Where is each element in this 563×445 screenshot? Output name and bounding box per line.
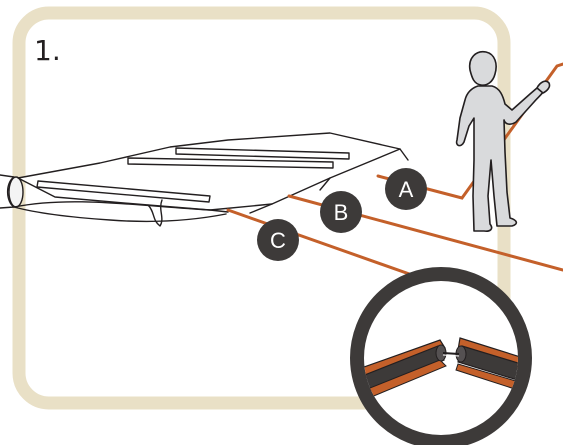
- cover-fold: [147, 199, 163, 227]
- rope-c: [226, 208, 434, 284]
- marker-a-label: A: [399, 177, 414, 202]
- step-number: 1.: [34, 34, 61, 67]
- marker-c: C: [257, 219, 299, 261]
- person-figure: [455, 50, 551, 232]
- marker-b-label: B: [334, 200, 349, 225]
- cover-roll-end: [8, 176, 24, 208]
- marker-b: B: [320, 191, 362, 233]
- pool-cover: [0, 132, 409, 227]
- marker-c-label: C: [270, 228, 286, 253]
- cover-skirt: [13, 201, 229, 213]
- cover-slats: [36, 147, 350, 203]
- marker-a: A: [385, 168, 427, 210]
- magnifier-inset: [350, 267, 532, 445]
- rope-splice-detail: [364, 337, 518, 401]
